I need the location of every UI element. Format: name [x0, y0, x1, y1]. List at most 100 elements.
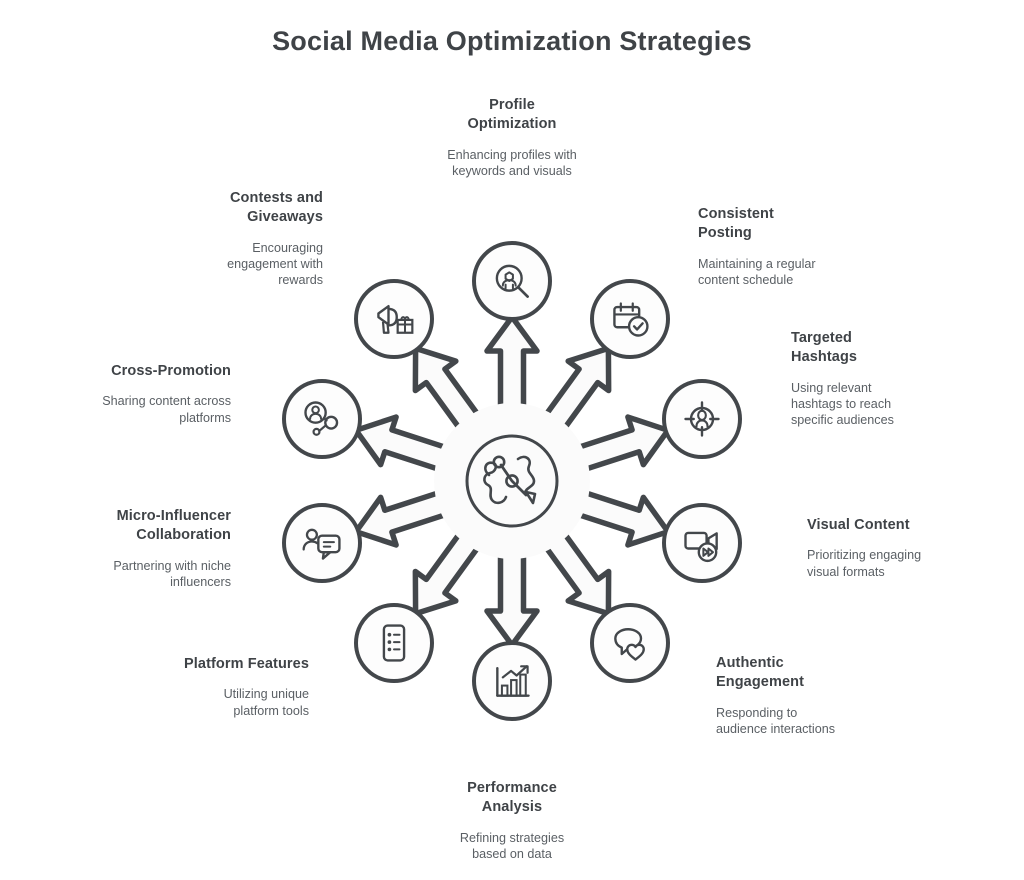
desc-line: keywords and visuals	[452, 163, 572, 178]
title-line: Performance	[467, 780, 557, 796]
title-line: Micro-Influencer	[116, 508, 231, 524]
video-camera-icon	[680, 521, 724, 565]
label-title-platform-features: Platform Features	[119, 655, 309, 674]
node-micro-influencer-collaboration[interactable]	[281, 502, 362, 583]
desc-line: Prioritizing engaging	[807, 548, 922, 563]
desc-line: content schedule	[698, 272, 794, 287]
title-line: Consistent	[698, 206, 774, 222]
title-line: Contests and	[229, 190, 323, 206]
radial-arrow	[353, 414, 452, 474]
network-nodes-icon	[483, 455, 537, 505]
person-chat-icon	[300, 521, 344, 565]
title-line: Authentic	[716, 655, 784, 671]
node-performance-analysis[interactable]	[472, 641, 552, 721]
radial-arrow	[572, 488, 671, 548]
arrow-layer	[353, 314, 671, 648]
node-cross-promotion[interactable]	[281, 379, 362, 460]
node-platform-features[interactable]	[354, 602, 435, 683]
node-visual-content[interactable]	[662, 502, 743, 583]
hub-ring	[465, 434, 559, 528]
node-consistent-posting[interactable]	[589, 279, 670, 360]
desc-line: rewards	[278, 273, 323, 288]
title-line: Engagement	[716, 674, 805, 691]
radial-arrow	[572, 414, 671, 474]
node-targeted-hashtags[interactable]	[662, 379, 743, 460]
desc-line: Maintaining a regular	[698, 256, 816, 271]
title-line: Visual Content	[807, 517, 910, 533]
title-line: Collaboration	[136, 527, 231, 544]
title-line: Targeted	[791, 330, 852, 346]
desc-line: Partnering with niche	[113, 558, 231, 573]
title-line: Profile	[489, 97, 535, 113]
desc-line: Utilizing unique	[223, 687, 309, 702]
desc-line: audience interactions	[716, 721, 836, 736]
radial-arrow	[484, 314, 540, 414]
chat-heart-icon	[608, 621, 652, 665]
hub-disc	[434, 403, 590, 559]
desc-line: Refining strategies	[459, 830, 565, 845]
desc-line: Sharing content across	[102, 394, 231, 409]
desc-line: platforms	[179, 410, 231, 425]
desc-line: based on data	[472, 846, 552, 861]
title-line: Posting	[698, 225, 752, 242]
desc-line: Encouraging	[252, 240, 323, 255]
desc-line: Responding to	[716, 705, 798, 720]
node-contests-and-giveaways[interactable]	[354, 279, 435, 360]
magnifier-person-icon	[490, 259, 534, 303]
desc-line: Enhancing profiles with	[447, 147, 577, 162]
node-authentic-engagement[interactable]	[589, 602, 670, 683]
label-title-cross-promotion: Cross-Promotion	[41, 362, 231, 381]
title-line: Hashtags	[791, 349, 858, 366]
desc-line: Using relevant	[791, 380, 872, 395]
desc-line: engagement with	[227, 256, 323, 271]
bar-chart-growth-icon	[490, 659, 534, 703]
megaphone-gift-icon	[372, 297, 416, 341]
title-line: Optimization	[467, 116, 557, 133]
title-line: Cross-Promotion	[111, 363, 231, 379]
desc-line: platform tools	[233, 703, 309, 718]
desc-line: hashtags to reach	[791, 396, 892, 411]
target-person-icon	[680, 397, 724, 441]
calendar-check-icon	[608, 297, 652, 341]
phone-list-icon	[372, 621, 416, 665]
node-profile-optimization[interactable]	[472, 241, 552, 321]
title-line: Analysis	[481, 799, 543, 816]
desc-line: visual formats	[807, 564, 885, 579]
desc-line: influencers	[170, 574, 231, 589]
title-line: Giveaways	[247, 209, 323, 226]
person-share-icon	[300, 397, 344, 441]
desc-line: specific audiences	[791, 413, 894, 428]
label-title-visual-content: Visual Content	[807, 516, 997, 535]
title-line: Platform Features	[184, 656, 309, 672]
radial-arrow	[484, 548, 540, 648]
page-title: Social Media Optimization Strategies	[272, 26, 752, 56]
